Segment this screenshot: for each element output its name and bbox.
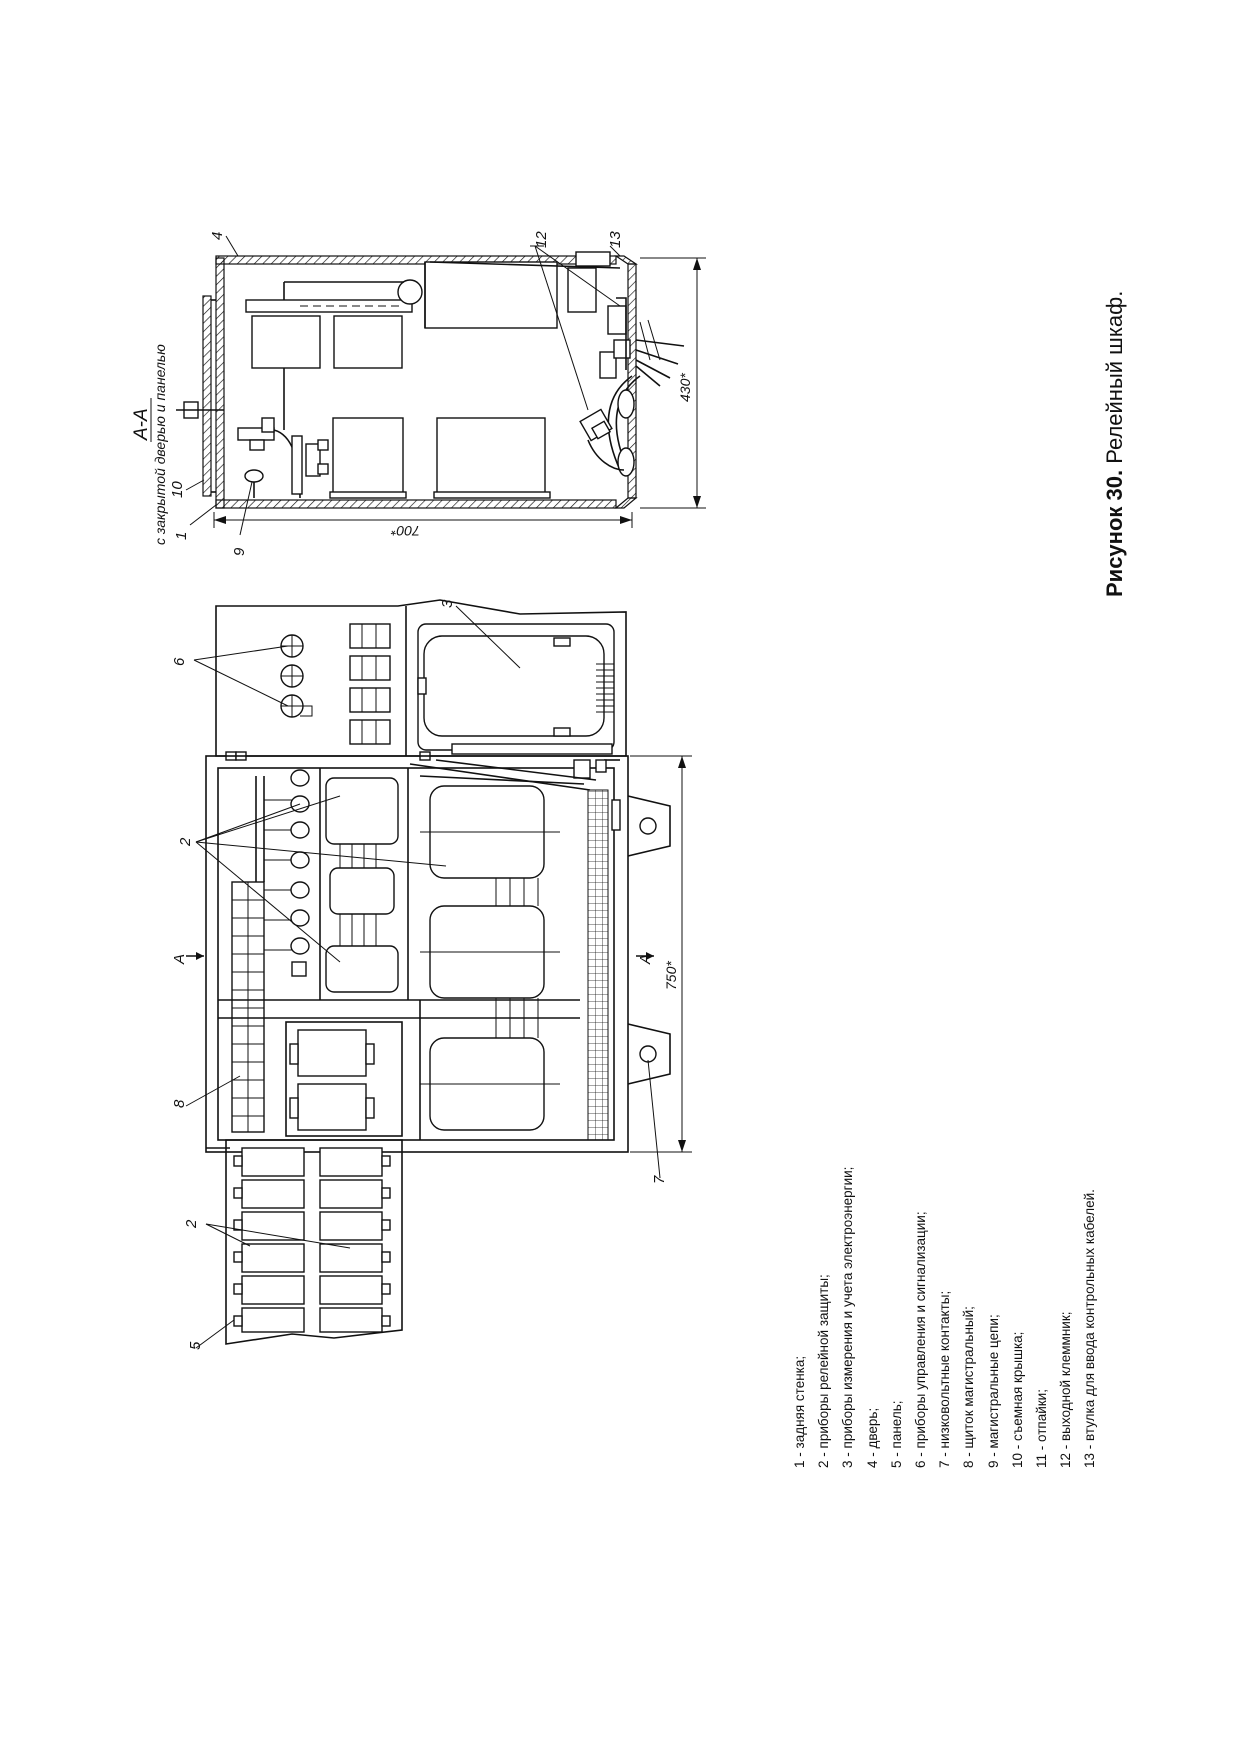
callout-8: 8 <box>171 1099 188 1108</box>
front-view: А А 750* 6 3 2 8 7 2 5 <box>171 599 692 1350</box>
legend-item: 8 - щиток магистральный; <box>961 1306 977 1468</box>
callout-10: 10 <box>169 481 186 498</box>
legend-item: 7 - низковольтные контакты; <box>937 1290 953 1468</box>
figure-caption: Рисунок 30. Релейный шкаф. <box>1102 291 1128 597</box>
legend-item: 1 - задняя стенка; <box>792 1355 807 1468</box>
legend-item: 3 - приборы измерения и учета электроэне… <box>840 1166 856 1468</box>
callout-3: 3 <box>439 599 456 608</box>
ventilation-slits <box>596 663 614 713</box>
figure-title: Релейный шкаф. <box>1102 290 1127 464</box>
callout-7: 7 <box>651 1175 668 1184</box>
figure-number: Рисунок 30. <box>1102 469 1127 597</box>
section-sublabel: с закрытой дверью и панелью <box>152 344 168 545</box>
callout-13: 13 <box>607 231 624 248</box>
callout-5: 5 <box>187 1341 204 1350</box>
wiring-grid <box>587 789 609 1141</box>
relay-right-column <box>419 775 585 1140</box>
control-switch <box>280 694 304 718</box>
callout-4: 4 <box>209 232 226 240</box>
legend-item: 2 - приборы релейной защиты; <box>816 1274 832 1468</box>
door <box>202 295 212 497</box>
section-view-aa: А-А с закрытой дверью и панелью <box>131 231 706 556</box>
legend-item: 13 - втулка для ввода контрольных кабеле… <box>1082 1189 1098 1468</box>
legend: 1 - задняя стенка; 2 - приборы релейной … <box>788 1167 1102 1468</box>
legend-item: 10 - съемная крышка; <box>1009 1331 1025 1468</box>
control-switch <box>280 634 304 658</box>
legend-item: 5 - панель; <box>888 1400 904 1469</box>
callout-12: 12 <box>533 231 550 248</box>
terminal-strip <box>231 776 300 1133</box>
control-switch <box>280 664 304 688</box>
section-mark-a-top: А <box>171 954 188 965</box>
callout-6: 6 <box>171 657 188 666</box>
relay-lower-left <box>285 1021 403 1137</box>
legend-item: 6 - приборы управления и сигнализации; <box>912 1211 928 1468</box>
dimension-430: 430* <box>677 373 693 402</box>
legend-item: 11 - отпайки; <box>1033 1389 1049 1468</box>
legend-item: 9 - магистральные цепи; <box>985 1314 1001 1468</box>
terminal-block-row <box>349 623 391 745</box>
callout-9: 9 <box>231 547 248 556</box>
upper-instrument-panel <box>215 599 627 761</box>
bottom-wall <box>215 499 617 509</box>
section-label: А-А <box>131 408 152 441</box>
callout-2-lower: 2 <box>183 1219 200 1229</box>
callout-2-upper: 2 <box>177 837 194 847</box>
legend-item: 4 - дверь; <box>864 1407 880 1468</box>
dimension-700: 700* <box>391 523 420 539</box>
relay-swing-panel <box>225 1139 403 1345</box>
section-mark-a-bottom: А <box>637 954 654 965</box>
callout-1: 1 <box>173 532 190 540</box>
legend-item: 12 - выходной клеммник; <box>1058 1311 1074 1469</box>
indicator-lamps <box>290 769 310 977</box>
relay-left-column <box>218 768 580 1019</box>
dimension-750: 750* <box>663 961 679 990</box>
front-wall <box>215 257 225 509</box>
top-wall <box>215 255 617 265</box>
